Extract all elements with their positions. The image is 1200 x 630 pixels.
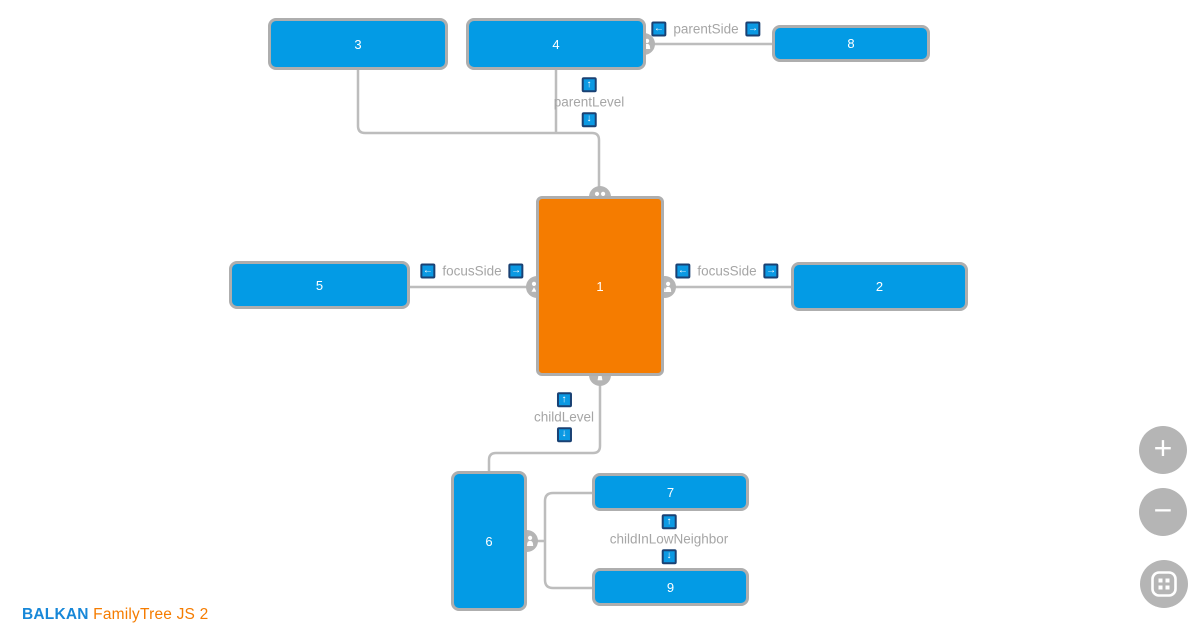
node-label: 1 — [596, 278, 604, 294]
arrow-right-icon: → — [511, 264, 522, 276]
node-label: 2 — [875, 279, 884, 294]
label-child-in-low-neighbor: ↑ childInLowNeighbor ↓ — [609, 514, 729, 564]
node-5[interactable]: 5 — [229, 261, 410, 309]
node-label: 9 — [666, 579, 675, 595]
arrow-down-icon: ↓ — [586, 112, 592, 124]
arrow-up-icon: ↑ — [586, 78, 592, 90]
arrow-left-icon: ← — [677, 264, 688, 276]
arrow-up-button[interactable]: ↑ — [581, 77, 597, 93]
label-child-level: ↑ childLevel ↓ — [534, 392, 594, 442]
arrow-left-button[interactable]: ← — [651, 21, 667, 37]
link-focus-to-child6 — [487, 376, 602, 471]
arrow-right-icon: → — [766, 264, 777, 276]
arrow-up-icon: ↑ — [666, 515, 672, 527]
arrow-up-button[interactable]: ↑ — [556, 392, 572, 408]
node-4[interactable]: 4 — [466, 18, 646, 70]
node-label: 3 — [354, 36, 362, 52]
link-6-to-7-9 — [543, 491, 592, 590]
zoom-in-button[interactable]: + — [1139, 426, 1187, 474]
parent-level-label: parentLevel — [553, 94, 625, 110]
minus-icon: − — [1153, 492, 1173, 528]
label-focus-side-left: ← focusSide → — [420, 263, 524, 279]
node-8[interactable]: 8 — [772, 25, 930, 62]
arrow-right-button[interactable]: → — [763, 263, 779, 279]
node-1-focus[interactable]: 1 — [536, 196, 664, 376]
focus-side-right-label: focusSide — [697, 263, 757, 279]
arrow-left-icon: ← — [653, 22, 664, 34]
parent-side-label: parentSide — [673, 21, 739, 37]
label-focus-side-right: ← focusSide → — [675, 263, 779, 279]
arrow-down-button[interactable]: ↓ — [556, 426, 572, 442]
label-parent-side: ← parentSide → — [651, 21, 761, 37]
arrow-down-button[interactable]: ↓ — [661, 548, 677, 564]
fit-to-screen-button[interactable] — [1140, 560, 1188, 608]
zoom-out-button[interactable]: − — [1139, 488, 1187, 536]
arrow-left-icon: ← — [422, 264, 433, 276]
focus-side-left-label: focusSide — [442, 263, 502, 279]
node-3[interactable]: 3 — [268, 18, 448, 70]
arrow-down-button[interactable]: ↓ — [581, 111, 597, 127]
node-label: 7 — [666, 484, 675, 500]
balkan-logo[interactable]: BALKAN FamilyTree JS 2 — [22, 606, 208, 624]
node-label: 6 — [485, 533, 493, 549]
plus-icon: + — [1153, 430, 1173, 466]
node-9[interactable]: 9 — [592, 568, 749, 606]
link-parents-to-focus — [356, 70, 601, 196]
arrow-right-icon: → — [748, 22, 759, 34]
arrow-right-button[interactable]: → — [745, 21, 761, 37]
product-name: FamilyTree JS 2 — [93, 606, 209, 623]
arrow-up-icon: ↑ — [561, 393, 567, 405]
label-parent-level: ↑ parentLevel ↓ — [553, 77, 625, 127]
child-level-label: childLevel — [533, 409, 595, 425]
arrow-down-icon: ↓ — [666, 549, 672, 561]
arrow-left-button[interactable]: ← — [675, 263, 691, 279]
arrow-left-button[interactable]: ← — [420, 263, 436, 279]
node-label: 8 — [847, 36, 855, 51]
node-2[interactable]: 2 — [791, 262, 968, 311]
arrow-down-icon: ↓ — [561, 427, 567, 439]
brand-name: BALKAN — [22, 606, 89, 623]
child-in-low-neighbor-label: childInLowNeighbor — [609, 531, 729, 547]
node-7[interactable]: 7 — [592, 473, 749, 511]
fit-screen-icon — [1151, 571, 1177, 597]
arrow-right-button[interactable]: → — [508, 263, 524, 279]
node-label: 5 — [315, 277, 324, 293]
node-6[interactable]: 6 — [451, 471, 527, 611]
node-label: 4 — [552, 36, 560, 52]
arrow-up-button[interactable]: ↑ — [661, 514, 677, 530]
